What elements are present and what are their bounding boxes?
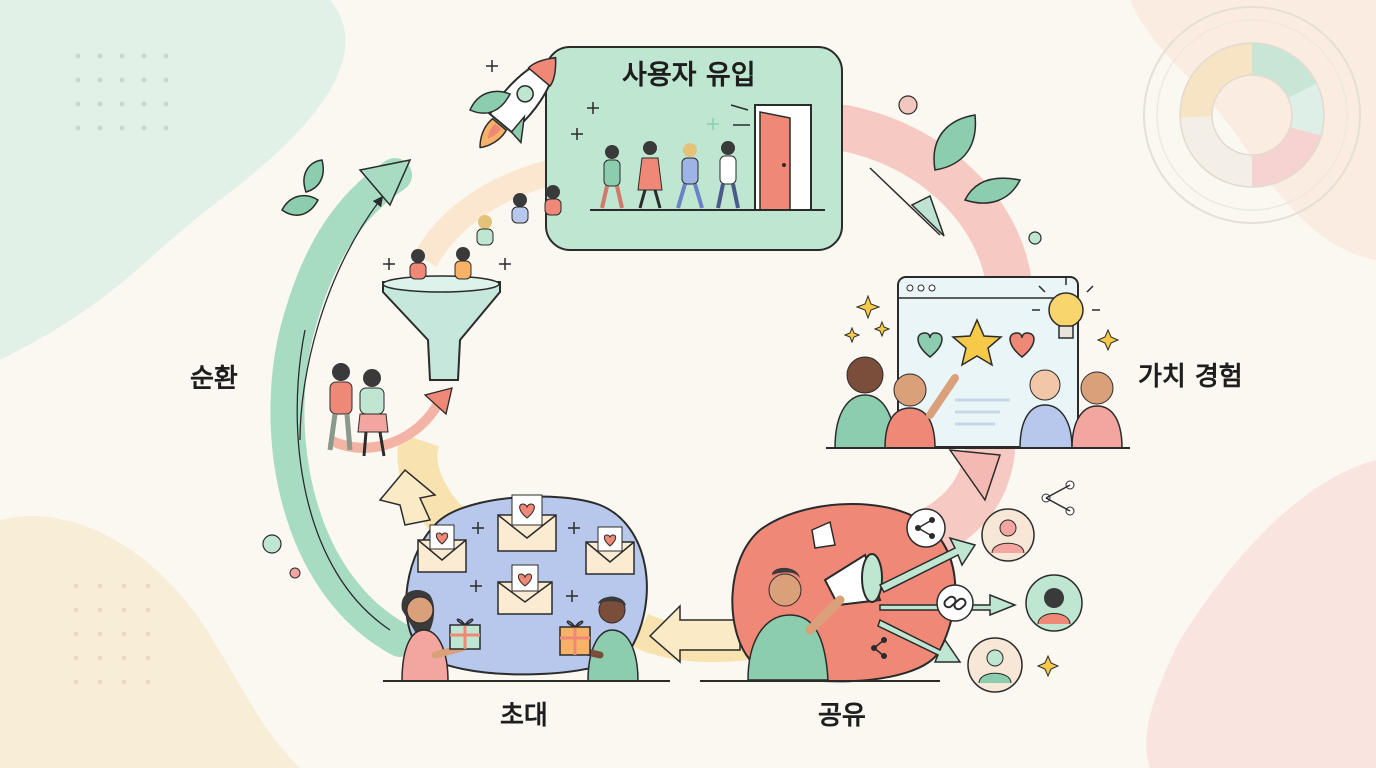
- envelope-heart-icon: [585, 526, 635, 575]
- share-stage: [700, 480, 1083, 693]
- door-icon: [730, 104, 812, 211]
- dot-grid-bottom: [73, 583, 151, 685]
- stage-label-cycle: 순환: [190, 364, 238, 394]
- share-icon: [871, 480, 1075, 659]
- envelope-heart-icon: [497, 564, 553, 615]
- happy-people: [834, 356, 1123, 449]
- envelope-heart-icon: [497, 494, 557, 552]
- dot-grid-top: [75, 53, 169, 131]
- walking-couple: [327, 363, 389, 457]
- donut-chart-icon: [1143, 6, 1361, 224]
- acquisition-stage: [486, 46, 843, 251]
- stage-label-value: 가치 경험: [1138, 362, 1243, 392]
- leaf-icon: [281, 90, 512, 216]
- sparkle-icon: [1036, 654, 1060, 678]
- heart-icon: [1009, 332, 1035, 358]
- invite-stage: [262, 494, 670, 682]
- stage-label-share: 공유: [818, 701, 866, 731]
- heart-icon: [917, 332, 943, 358]
- link-icon: [936, 584, 974, 622]
- value-stage: [826, 95, 1130, 449]
- gift-icon: [559, 620, 591, 656]
- sparkle-icon: [843, 294, 1120, 352]
- funnel-icon: [382, 275, 501, 381]
- sparkle-icon: [486, 60, 719, 140]
- presenter-person: [747, 567, 845, 681]
- flowing-people: [409, 185, 562, 280]
- gift-icon: [449, 618, 481, 650]
- stage-label-acquisition: 사용자 유입: [622, 60, 756, 91]
- star-icon: [951, 318, 1003, 367]
- megaphone-icon: [811, 520, 883, 607]
- lightbulb-icon: [1032, 277, 1100, 339]
- avatar-icon: [967, 508, 1083, 693]
- leaf-icon: [933, 114, 1022, 204]
- envelope-heart-icon: [417, 524, 467, 573]
- share-icon: [906, 508, 946, 548]
- stage-label-invite: 초대: [500, 701, 548, 731]
- gift-giver-woman: [401, 590, 466, 682]
- walking-people: [600, 141, 740, 209]
